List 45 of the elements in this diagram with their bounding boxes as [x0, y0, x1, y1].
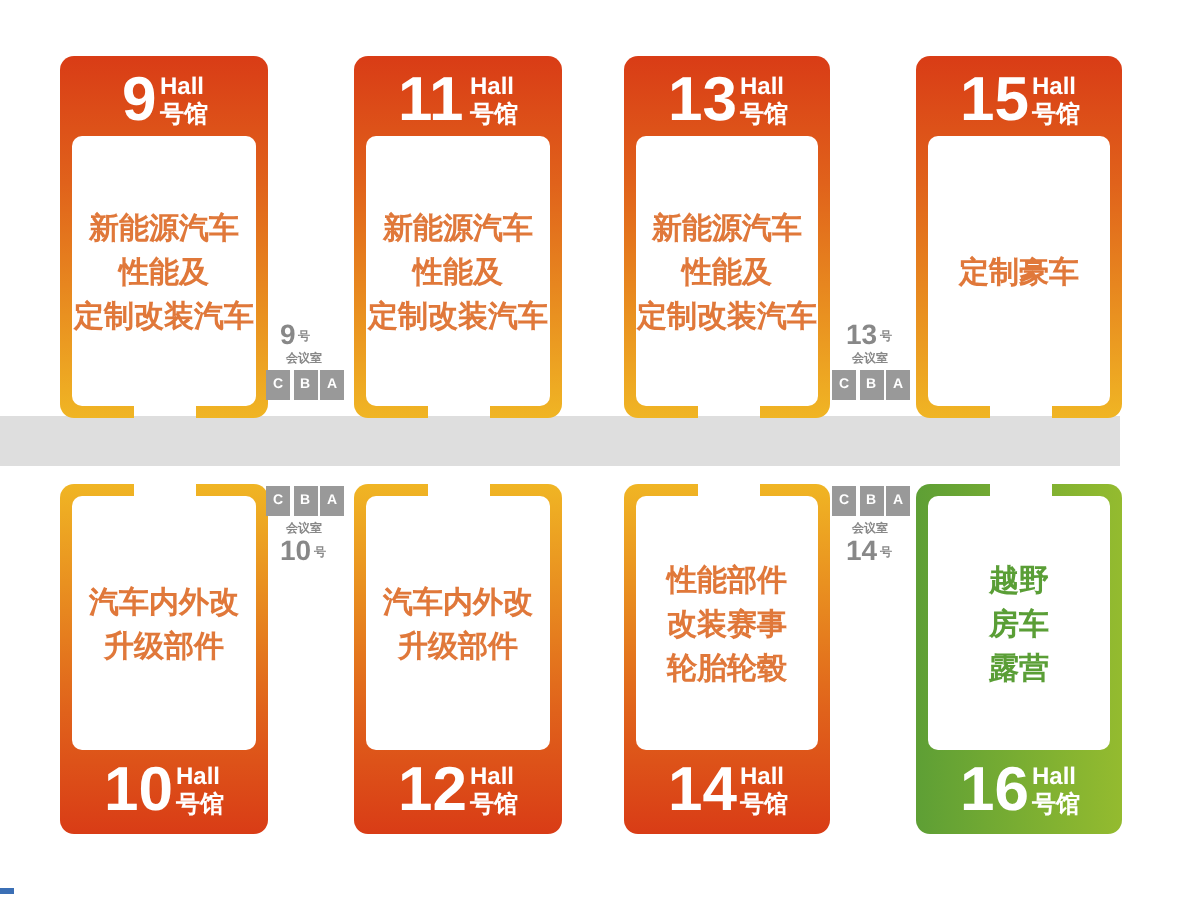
- hall-label: 号馆: [160, 102, 208, 126]
- hall-label: 号馆: [740, 102, 788, 126]
- hall-label: 号馆: [1032, 792, 1080, 816]
- hall-number: 16: [960, 758, 1029, 820]
- hall-label: Hall: [176, 764, 221, 788]
- hall-number: 13: [668, 68, 737, 130]
- hall-number: 10: [104, 758, 173, 820]
- category-text: 性能部件改装赛事轮胎轮毂: [667, 559, 787, 689]
- hall-label: Hall: [740, 764, 785, 788]
- hall-label: 号馆: [740, 792, 788, 816]
- hall-card: [624, 484, 830, 834]
- aisle-band: [0, 416, 1120, 466]
- room-number: 14: [846, 536, 878, 564]
- room-number: 9: [280, 320, 296, 348]
- hall-label: Hall: [1032, 74, 1077, 98]
- hall-number: 15: [960, 68, 1029, 130]
- category-text: 定制豪车: [959, 251, 1079, 293]
- hall-card: [354, 56, 562, 418]
- category-text: 汽车内外改升级部件: [89, 581, 239, 667]
- hall-number: 14: [668, 758, 737, 820]
- hall-number: 11: [398, 68, 464, 130]
- hall-label: Hall: [740, 74, 785, 98]
- hall-number: 12: [398, 758, 467, 820]
- hall-card: [60, 484, 268, 834]
- room-number: 10: [280, 536, 312, 564]
- hall-card: [60, 56, 268, 418]
- category-text: 汽车内外改升级部件: [383, 581, 533, 667]
- hall-card: [916, 56, 1122, 418]
- category-text: 越野房车露营: [989, 559, 1049, 689]
- category-text: 新能源汽车性能及定制改装汽车: [74, 207, 254, 337]
- hall-card: [624, 56, 830, 418]
- hall-label: 号馆: [1032, 102, 1080, 126]
- category-text: 新能源汽车性能及定制改装汽车: [368, 207, 548, 337]
- hall-number: 9: [122, 68, 157, 130]
- hall-label: Hall: [470, 74, 515, 98]
- hall-label: 号馆: [470, 792, 518, 816]
- hall-card: [916, 484, 1122, 834]
- category-text: 新能源汽车性能及定制改装汽车: [637, 207, 817, 337]
- room-number: 13: [846, 320, 878, 348]
- hall-label: Hall: [1032, 764, 1077, 788]
- hall-label: Hall: [160, 74, 205, 98]
- hall-label: 号馆: [470, 102, 518, 126]
- hall-card: [354, 484, 562, 834]
- hall-label: 号馆: [176, 792, 224, 816]
- hall-label: Hall: [470, 764, 515, 788]
